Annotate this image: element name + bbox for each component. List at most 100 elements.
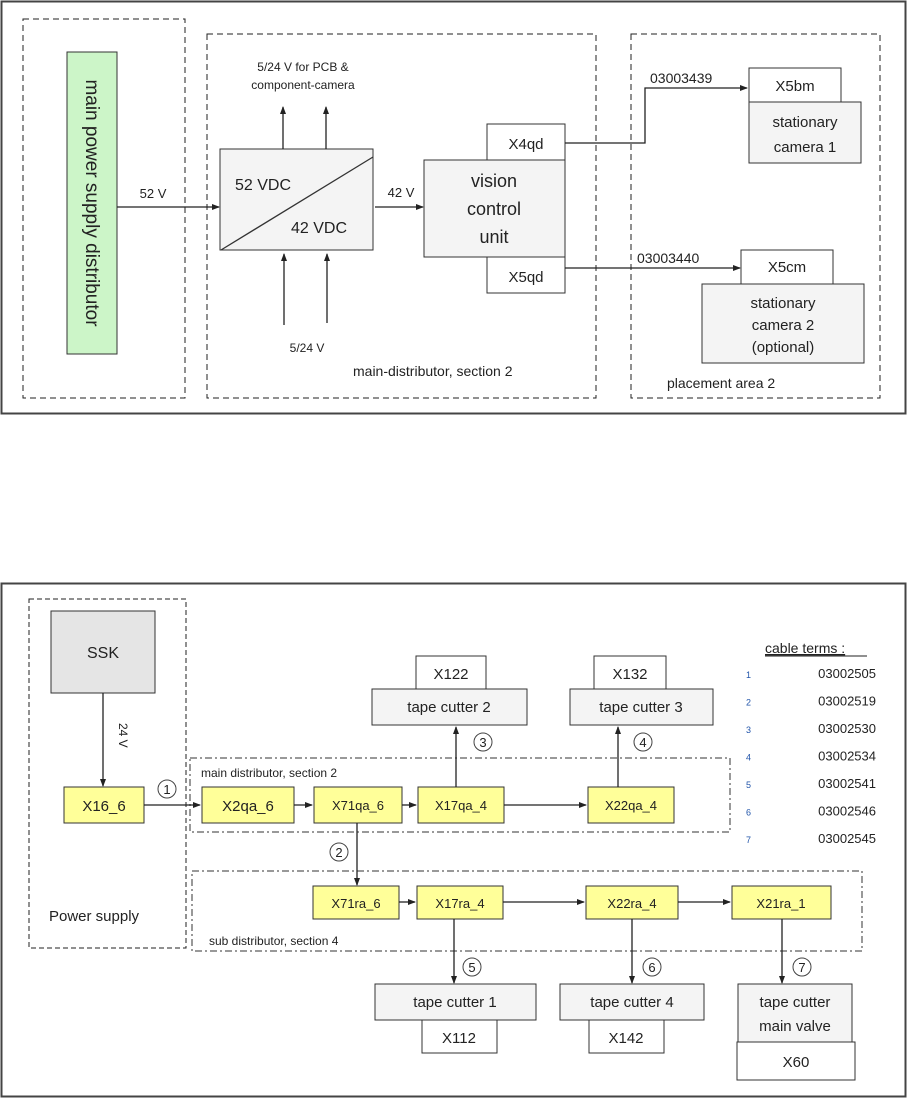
cable-term-code: 03002541 bbox=[818, 776, 876, 791]
cable-term-code: 03002519 bbox=[818, 694, 876, 709]
port-x5cm-label: X5cm bbox=[768, 259, 806, 276]
output-note-line2: component-camera bbox=[251, 78, 355, 92]
cable-term-code: 03002534 bbox=[818, 749, 876, 764]
cable-term-row: 6 03002546 bbox=[746, 804, 876, 819]
svg-text:2: 2 bbox=[335, 845, 342, 860]
tape-cutter-diagram: SSK 24 V X16_6 Power supply 1 main distr… bbox=[0, 582, 907, 1098]
camera2-label-line1: stationary bbox=[750, 295, 816, 312]
svg-text:1: 1 bbox=[163, 782, 170, 797]
camera1-label-line1: stationary bbox=[772, 114, 838, 131]
port-x122-label: X122 bbox=[433, 666, 468, 683]
port-x112 bbox=[421, 1019, 498, 1054]
node-x22qa-4 bbox=[587, 786, 675, 824]
cable-term-number: 1 bbox=[746, 670, 751, 680]
vision-control-unit bbox=[423, 159, 566, 258]
vcu-label-line2: control bbox=[467, 199, 521, 219]
cable-03003440-label: 03003440 bbox=[637, 250, 700, 266]
tape-cutter-1 bbox=[374, 983, 537, 1021]
cable-marker-4: 4 bbox=[633, 732, 653, 752]
camera1-label-line2: camera 1 bbox=[774, 139, 837, 156]
node-x22ra-4-label: X22ra_4 bbox=[607, 896, 656, 911]
tape-cutter-4 bbox=[559, 983, 705, 1021]
cable-term-number: 4 bbox=[746, 753, 751, 763]
svg-text:3: 3 bbox=[479, 735, 486, 750]
port-x5bm-label: X5bm bbox=[775, 78, 814, 95]
main-distributor-section-border bbox=[206, 33, 597, 399]
cable-marker-7: 7 bbox=[792, 957, 812, 977]
node-x71ra-6-label: X71ra_6 bbox=[331, 896, 380, 911]
port-x4qd-label: X4qd bbox=[508, 136, 543, 153]
cable-term-number: 5 bbox=[746, 780, 751, 790]
cable-term-code: 03002546 bbox=[818, 804, 876, 819]
cable-03003439-label: 03003439 bbox=[650, 70, 713, 86]
sub-distributor-section-label: sub distributor, section 4 bbox=[209, 934, 339, 948]
placement-area-label: placement area 2 bbox=[667, 375, 775, 391]
dc-converter bbox=[219, 148, 374, 251]
main-distributor-section-label: main-distributor, section 2 bbox=[353, 363, 513, 379]
cable-term-number: 7 bbox=[746, 835, 751, 845]
main-distributor-section-border bbox=[189, 757, 731, 833]
node-x2qa-6-label: X2qa_6 bbox=[222, 798, 274, 815]
port-x132 bbox=[593, 655, 667, 690]
cable-term-code: 03002545 bbox=[818, 831, 876, 846]
node-x71qa-6-label: X71qa_6 bbox=[332, 798, 384, 813]
tape-cutter-3-label: tape cutter 3 bbox=[599, 699, 682, 716]
node-x71qa-6 bbox=[313, 786, 403, 824]
cable-terms-title: cable terms : bbox=[765, 640, 845, 656]
tape-cutter-main-valve-label-line2: main valve bbox=[759, 1018, 831, 1035]
cable-marker-6: 6 bbox=[642, 957, 662, 977]
converter-output-label: 42 VDC bbox=[291, 220, 347, 237]
camera2-label-line2: camera 2 bbox=[752, 317, 815, 334]
cable-term-number: 3 bbox=[746, 725, 751, 735]
svg-text:6: 6 bbox=[648, 960, 655, 975]
converter-diagonal bbox=[220, 156, 374, 251]
port-x5cm bbox=[740, 249, 834, 285]
cable-term-code: 03002505 bbox=[818, 666, 876, 681]
output-note-line1: 5/24 V for PCB & bbox=[257, 60, 348, 74]
main-distributor-section-label: main distributor, section 2 bbox=[201, 766, 337, 780]
distributor-section-border bbox=[22, 18, 186, 399]
node-x21ra-1-label: X21ra_1 bbox=[756, 896, 805, 911]
cable-term-row: 5 03002541 bbox=[746, 776, 876, 791]
port-x142 bbox=[588, 1019, 665, 1054]
cable-marker-1: 1 bbox=[157, 779, 177, 799]
port-x60-label: X60 bbox=[783, 1054, 810, 1071]
node-x2qa-6 bbox=[201, 786, 295, 824]
node-x17qa-4-label: X17qa_4 bbox=[435, 798, 487, 813]
node-x17qa-4 bbox=[417, 786, 505, 824]
label-42v: 42 V bbox=[388, 185, 415, 200]
tape-cutter-1-label: tape cutter 1 bbox=[413, 994, 496, 1011]
vcu-label-line3: unit bbox=[479, 227, 508, 247]
cable-term-number: 2 bbox=[746, 698, 751, 708]
cable-term-number: 6 bbox=[746, 808, 751, 818]
port-x4qd bbox=[486, 123, 566, 161]
svg-text:7: 7 bbox=[798, 960, 805, 975]
tape-cutter-3 bbox=[569, 688, 714, 726]
vcu-label-line1: vision bbox=[471, 171, 517, 191]
cable-term-code: 03002530 bbox=[818, 721, 876, 736]
tape-cutter-2-label: tape cutter 2 bbox=[407, 699, 490, 716]
node-x22qa-4-label: X22qa_4 bbox=[605, 798, 657, 813]
placement-area-border bbox=[630, 33, 881, 399]
stationary-camera-1 bbox=[748, 101, 862, 164]
node-x71ra-6 bbox=[312, 885, 400, 920]
port-x122 bbox=[415, 655, 487, 690]
node-x16-6-label: X16_6 bbox=[82, 798, 125, 815]
main-power-supply-distributor bbox=[66, 51, 118, 355]
cable-03003439-line bbox=[565, 85, 748, 144]
port-x112-label: X112 bbox=[442, 1030, 476, 1047]
cable-marker-2: 2 bbox=[329, 842, 349, 862]
cable-marker-3: 3 bbox=[473, 732, 493, 752]
ssk-box bbox=[50, 610, 156, 694]
cable-term-row: 3 03002530 bbox=[746, 721, 876, 736]
power-distributor-label: main power supply distributor bbox=[81, 79, 102, 327]
port-x5bm bbox=[748, 67, 842, 103]
tape-cutter-2 bbox=[371, 688, 528, 726]
port-x5qd bbox=[486, 256, 566, 294]
tape-cutter-main-valve-label-line1: tape cutter bbox=[760, 994, 831, 1011]
cable-terms-legend: cable terms : 1 03002505 2 03002519 3 0300253… bbox=[746, 640, 876, 846]
input-note: 5/24 V bbox=[290, 341, 325, 355]
cable-term-row: 1 03002505 bbox=[746, 666, 876, 681]
sub-distributor-section-border bbox=[191, 870, 863, 952]
power-supply-section-border bbox=[28, 598, 187, 949]
